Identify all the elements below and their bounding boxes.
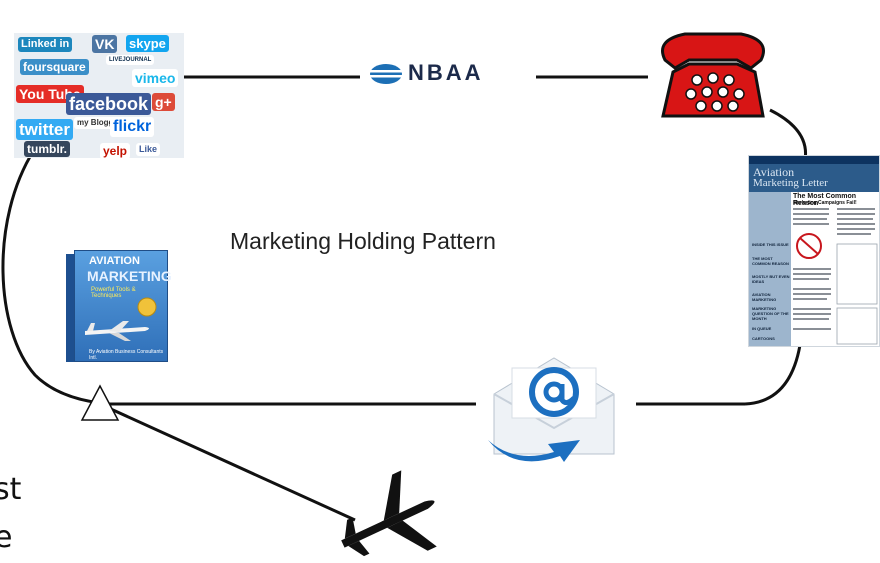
newsletter-sidebar-item: THE MOST COMMON REASON xyxy=(752,256,789,266)
newsletter-band xyxy=(749,156,879,164)
nbaa-logo-text: NBAA xyxy=(408,60,484,85)
book-icon: AVIATION MARKETING Powerful Tools & Tech… xyxy=(66,250,172,362)
social-tile: twitter xyxy=(16,119,73,140)
social-tile: VK xyxy=(92,35,118,53)
newsletter-sidebar-item: MOSTLY BUT EVEN IDEAS xyxy=(752,274,790,284)
social-tile: facebook xyxy=(66,93,152,115)
path-right-lower-arc xyxy=(744,344,802,406)
book-subtitle: Powerful Tools & Techniques xyxy=(91,287,136,299)
book-cover: AVIATION MARKETING Powerful Tools & Tech… xyxy=(74,250,172,362)
nbaa-logo: NBAA xyxy=(368,60,528,88)
social-tile: LIVEJOURNAL xyxy=(106,55,155,65)
airplane-icon xyxy=(341,470,437,557)
social-tile: Like xyxy=(136,143,161,156)
newsletter-masthead-line1: Aviation xyxy=(753,165,795,179)
newsletter-icon: Aviation Marketing Letter INSIDE THIS IS… xyxy=(748,155,880,347)
newsletter-masthead-line2: Marketing Letter xyxy=(753,177,828,189)
nbaa-logo-icon xyxy=(370,64,402,84)
book-footer: By Aviation Business Consultants Intl. xyxy=(89,349,164,361)
social-tile: tumblr. xyxy=(24,141,71,157)
social-tile: skype xyxy=(126,35,169,52)
book-title-line2: MARKETING xyxy=(87,268,172,284)
newsletter-sidebar-item: IN QUEUE xyxy=(752,326,772,331)
newsletter-subheadline: Marketing Campaigns Fail! xyxy=(793,200,857,206)
newsletter-sidebar: INSIDE THIS ISSUE THE MOST COMMON REASON… xyxy=(749,192,791,346)
book-spine xyxy=(66,254,75,362)
social-tile: g+ xyxy=(152,93,175,111)
social-tile: foursquare xyxy=(20,59,89,75)
email-icon xyxy=(488,357,615,462)
edge-text-line-1: st xyxy=(0,472,22,507)
newsletter-headline: The Most Common Reason xyxy=(793,193,856,207)
triangle-marker-icon xyxy=(80,384,120,421)
path-left-arc xyxy=(1,149,111,406)
newsletter-sidebar-item: AVIATION MARKETING xyxy=(752,292,777,302)
newsletter-sidebar-item: MARKETING QUESTION OF THE MONTH xyxy=(752,306,789,321)
newsletter-sidebar-item: INSIDE THIS ISSUE xyxy=(752,242,789,247)
departure-leg-line xyxy=(101,403,356,522)
newsletter-sidebar-item: CARTOONS xyxy=(752,336,775,341)
social-tile: Linked in xyxy=(18,37,73,52)
social-media-icon: Linked in VK skype LIVEJOURNAL foursquar… xyxy=(14,33,184,158)
newsletter-masthead: Aviation Marketing Letter xyxy=(749,164,879,192)
social-tile: flickr xyxy=(110,117,155,137)
newsletter-body-text xyxy=(793,208,878,345)
telephone-icon xyxy=(661,32,765,118)
social-tile: yelp xyxy=(100,143,131,158)
diagram-title: Marketing Holding Pattern xyxy=(230,228,496,254)
edge-text-line-2: e xyxy=(0,520,13,555)
book-airplane-illustration xyxy=(85,297,157,341)
book-title-line1: AVIATION xyxy=(89,255,140,267)
social-tile: vimeo xyxy=(132,69,179,87)
path-right-upper-arc xyxy=(769,108,808,161)
